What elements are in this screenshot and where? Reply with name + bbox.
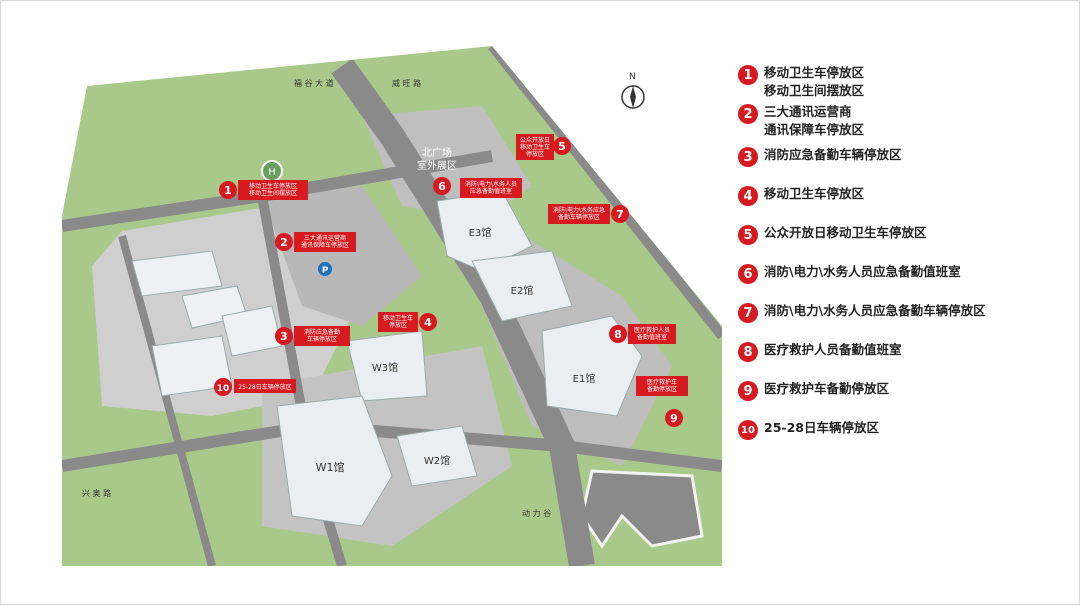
svg-text:移动卫生车停放区移动卫生间摆放区: 移动卫生车停放区移动卫生间摆放区 xyxy=(249,182,297,197)
legend-item: 4 移动卫生车停放区 xyxy=(738,185,1068,224)
legend-number-badge: 4 xyxy=(738,186,758,206)
venue-map: H P E3馆 E2馆 E1馆 W3馆 W1馆 W2馆 北广场室外展区 1 移动… xyxy=(62,46,722,566)
legend-item: 8 医疗救护人员备勤值班室 xyxy=(738,341,1068,380)
legend-label: 消防\电力\水务人员应急备勤车辆停放区 xyxy=(764,303,986,318)
legend-label: 医疗救护人员备勤值班室 xyxy=(764,342,902,357)
label-e2: E2馆 xyxy=(511,284,534,297)
legend-number-badge: 10 xyxy=(738,420,758,440)
svg-text:1: 1 xyxy=(224,184,232,197)
svg-text:移动卫生车停放区: 移动卫生车停放区 xyxy=(383,314,413,329)
legend-number-badge: 3 xyxy=(738,147,758,167)
callout-6: 6 消防\电力\水务人员应急备勤值班室 xyxy=(433,177,522,198)
legend-number-badge: 1 xyxy=(738,65,758,85)
legend-label: 移动卫生车停放区移动卫生间摆放区 xyxy=(764,65,865,98)
svg-text:8: 8 xyxy=(614,328,622,341)
legend-item: 2 三大通讯运营商通讯保障车停放区 xyxy=(738,103,1068,142)
hall-e2 xyxy=(471,250,573,322)
legend-item: 1 移动卫生车停放区移动卫生间摆放区 xyxy=(738,64,1068,103)
callout-1: 1 移动卫生车停放区移动卫生间摆放区 xyxy=(219,180,308,200)
parking-icon-letter: P xyxy=(322,266,329,276)
callout-4: 4 移动卫生车停放区 xyxy=(378,312,437,332)
legend-label: 三大通讯运营商通讯保障车停放区 xyxy=(764,104,865,137)
race-track xyxy=(580,469,704,549)
legend-label: 公众开放日移动卫生车停放区 xyxy=(764,225,927,240)
legend-item: 3 消防应急备勤车辆停放区 xyxy=(738,142,1068,185)
legend-item: 9 医疗救护车备勤停放区 xyxy=(738,380,1068,419)
legend-label: 消防\电力\水务人员应急备勤值班室 xyxy=(764,264,961,279)
svg-text:消防应急备勤车辆停放区: 消防应急备勤车辆停放区 xyxy=(304,328,340,343)
callout-7: 7 消防\电力\水务应急备勤车辆停放区 xyxy=(548,204,629,224)
parking-lot xyxy=(262,186,422,326)
label-e1: E1馆 xyxy=(573,372,596,385)
compass-north-label: N xyxy=(629,72,636,82)
svg-text:公众开放日移动卫生车停放区: 公众开放日移动卫生车停放区 xyxy=(520,136,550,158)
legend-label: 移动卫生车停放区 xyxy=(764,186,865,201)
apartment-1 xyxy=(131,250,223,297)
svg-text:3: 3 xyxy=(280,330,288,343)
callout-3: 3 消防应急备勤车辆停放区 xyxy=(275,326,350,346)
legend-number-badge: 7 xyxy=(738,303,758,323)
east-road xyxy=(488,46,722,340)
svg-text:4: 4 xyxy=(424,316,432,329)
legend-number-badge: 5 xyxy=(738,225,758,245)
legend-number-badge: 6 xyxy=(738,264,758,284)
svg-text:消防\电力\水务应急备勤车辆停放区: 消防\电力\水务应急备勤车辆停放区 xyxy=(553,206,605,221)
legend-label: 消防应急备勤车辆停放区 xyxy=(764,147,902,162)
callout-5: 5 公众开放日移动卫生车停放区 xyxy=(516,134,571,160)
callout-8: 8 医疗救护人员备勤值班室 xyxy=(609,324,676,344)
legend-number-badge: 9 xyxy=(738,381,758,401)
label-e3: E3馆 xyxy=(469,226,492,239)
hall-w3 xyxy=(346,330,428,402)
label-w2: W2馆 xyxy=(424,454,450,467)
svg-text:25-28日车辆停放区: 25-28日车辆停放区 xyxy=(238,383,291,391)
legend-number-badge: 2 xyxy=(738,104,758,124)
legend-item: 7 消防\电力\水务人员应急备勤车辆停放区 xyxy=(738,302,1068,341)
label-north-square: 北广场室外展区 xyxy=(417,146,457,172)
hall-w1 xyxy=(276,395,393,527)
legend-number-badge: 8 xyxy=(738,342,758,362)
svg-text:消防\电力\水务人员应急备勤值班室: 消防\电力\水务人员应急备勤值班室 xyxy=(465,180,517,195)
shangqi-road xyxy=(118,234,216,566)
legend-label: 医疗救护车备勤停放区 xyxy=(764,381,890,396)
svg-text:2: 2 xyxy=(280,236,288,249)
callout-10: 10 25-28日车辆停放区 xyxy=(214,378,296,396)
road-label-beiqi: 兴 奥 路 xyxy=(82,488,111,498)
svg-text:医疗救护车备勤停放区: 医疗救护车备勤停放区 xyxy=(647,378,677,393)
callout-2: 2 三大通讯运营商通讯保障车停放区 xyxy=(275,232,356,252)
compass: N xyxy=(620,72,646,112)
svg-text:5: 5 xyxy=(558,140,566,153)
label-w3: W3馆 xyxy=(372,361,398,374)
hall-w2 xyxy=(396,425,478,487)
callout-9: 医疗救护车备勤停放区 9 xyxy=(636,376,688,427)
svg-text:三大通讯运营商通讯保障车停放区: 三大通讯运营商通讯保障车停放区 xyxy=(301,234,349,249)
svg-text:医疗救护人员备勤值班室: 医疗救护人员备勤值班室 xyxy=(634,326,670,341)
legend-item: 10 25-28日车辆停放区 xyxy=(738,419,1068,458)
compass-icon xyxy=(621,85,645,109)
hotel-building xyxy=(221,305,283,357)
legend: 1 移动卫生车停放区移动卫生间摆放区 2 三大通讯运营商通讯保障车停放区 3 消… xyxy=(738,64,1068,458)
road-label-fugu-avenue: 福 谷 大 道 xyxy=(294,78,334,88)
road-label-dongli-gu: 动 力 谷 xyxy=(522,508,551,518)
svg-text:9: 9 xyxy=(670,412,678,425)
label-w1: W1馆 xyxy=(316,460,345,474)
helipad-icon: H xyxy=(268,167,276,178)
legend-item: 6 消防\电力\水务人员应急备勤值班室 xyxy=(738,263,1068,302)
legend-item: 5 公众开放日移动卫生车停放区 xyxy=(738,224,1068,263)
office-building xyxy=(151,335,233,397)
svg-text:10: 10 xyxy=(217,384,230,394)
svg-text:6: 6 xyxy=(438,180,446,193)
road-label-weiwang: 威 旺 路 xyxy=(392,78,421,88)
legend-label: 25-28日车辆停放区 xyxy=(764,420,879,435)
parking-icon xyxy=(318,262,332,276)
svg-text:7: 7 xyxy=(616,208,624,221)
